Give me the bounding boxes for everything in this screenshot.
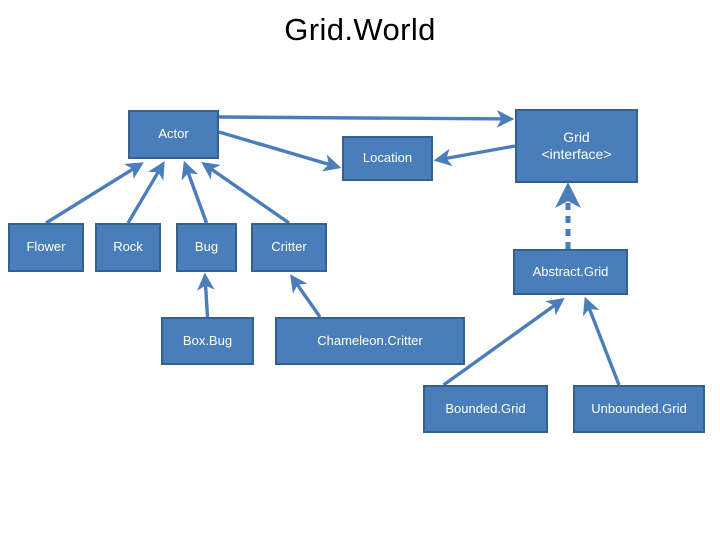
class-box-chameleoncritter[interactable]: Chameleon.Critter (275, 317, 465, 365)
class-box-label: Chameleon.Critter (317, 332, 423, 348)
class-box-abstractgrid[interactable]: Abstract.Grid (513, 249, 628, 295)
class-box-label: Unbounded.Grid (591, 400, 687, 416)
class-box-actor[interactable]: Actor (128, 110, 219, 159)
class-box-label: Actor (158, 126, 189, 142)
class-box-label: Rock (113, 239, 143, 255)
class-box-bug[interactable]: Bug (176, 223, 237, 272)
class-box-label: Grid <interface> (541, 128, 612, 163)
edge-boxbug-bug (197, 272, 215, 318)
class-box-label: Flower (26, 239, 66, 255)
edge-unboundedgrid-abstractgrid (582, 296, 621, 386)
edge-bug-actor (181, 160, 209, 224)
edge-actor-grid (218, 110, 515, 128)
edge-actor-location (218, 130, 342, 172)
class-box-boundedgrid[interactable]: Bounded.Grid (423, 385, 548, 433)
class-box-label: Critter (271, 239, 307, 255)
edge-chameleoncritter-critter (290, 274, 322, 318)
class-box-label: Location (362, 150, 413, 166)
class-box-unboundedgrid[interactable]: Unbounded.Grid (573, 385, 705, 433)
edge-rock-actor (126, 161, 165, 224)
class-box-flower[interactable]: Flower (8, 223, 84, 272)
edge-critter-actor (201, 162, 290, 225)
class-box-critter[interactable]: Critter (251, 223, 327, 272)
page-title: Grid.World (284, 12, 436, 47)
class-box-rock[interactable]: Rock (95, 223, 161, 272)
class-box-boxbug[interactable]: Box.Bug (161, 317, 254, 365)
class-box-label: Bug (194, 239, 219, 255)
class-box-label: Box.Bug (182, 332, 233, 348)
class-box-grid[interactable]: Grid <interface> (515, 109, 638, 183)
class-box-label: Abstract.Grid (532, 263, 609, 279)
edge-flower-actor (45, 162, 144, 225)
class-box-location[interactable]: Location (342, 136, 433, 181)
edge-grid-location (433, 144, 516, 167)
class-box-label: Bounded.Grid (445, 400, 526, 416)
